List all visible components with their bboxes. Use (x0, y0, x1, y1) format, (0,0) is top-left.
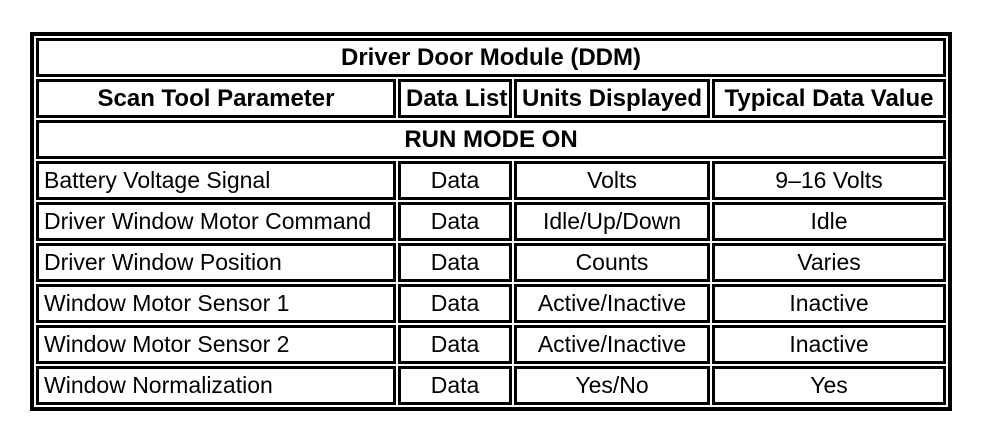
col-header-data-list: Data List (398, 79, 512, 118)
table-row: Battery Voltage Signal Data Volts 9–16 V… (36, 161, 946, 200)
cell-data-list: Data (398, 202, 512, 241)
cell-units: Idle/Up/Down (514, 202, 710, 241)
cell-units: Counts (514, 243, 710, 282)
section-header-run-mode-on: RUN MODE ON (36, 120, 946, 159)
cell-typical-value: Inactive (712, 325, 946, 364)
table-row: Window Motor Sensor 2 Data Active/Inacti… (36, 325, 946, 364)
table-row: Driver Window Position Data Counts Varie… (36, 243, 946, 282)
section-row: RUN MODE ON (36, 120, 946, 159)
col-header-units-displayed: Units Displayed (514, 79, 710, 118)
cell-parameter: Driver Window Position (36, 243, 396, 282)
cell-typical-value: Yes (712, 366, 946, 405)
cell-typical-value: Inactive (712, 284, 946, 323)
cell-typical-value: Idle (712, 202, 946, 241)
cell-data-list: Data (398, 366, 512, 405)
cell-typical-value: Varies (712, 243, 946, 282)
cell-units: Yes/No (514, 366, 710, 405)
col-header-scan-tool-parameter: Scan Tool Parameter (36, 79, 396, 118)
column-header-row: Scan Tool Parameter Data List Units Disp… (36, 79, 946, 118)
cell-parameter: Window Motor Sensor 2 (36, 325, 396, 364)
table-row: Window Normalization Data Yes/No Yes (36, 366, 946, 405)
table-row: Driver Window Motor Command Data Idle/Up… (36, 202, 946, 241)
table-row: Window Motor Sensor 1 Data Active/Inacti… (36, 284, 946, 323)
cell-parameter: Window Normalization (36, 366, 396, 405)
cell-data-list: Data (398, 325, 512, 364)
cell-data-list: Data (398, 161, 512, 200)
cell-parameter: Window Motor Sensor 1 (36, 284, 396, 323)
cell-units: Active/Inactive (514, 325, 710, 364)
cell-parameter: Driver Window Motor Command (36, 202, 396, 241)
table-title: Driver Door Module (DDM) (36, 38, 946, 77)
cell-data-list: Data (398, 284, 512, 323)
cell-units: Active/Inactive (514, 284, 710, 323)
cell-parameter: Battery Voltage Signal (36, 161, 396, 200)
title-row: Driver Door Module (DDM) (36, 38, 946, 77)
cell-typical-value: 9–16 Volts (712, 161, 946, 200)
ddm-scan-tool-table: Driver Door Module (DDM) Scan Tool Param… (30, 32, 952, 411)
cell-units: Volts (514, 161, 710, 200)
col-header-typical-data-value: Typical Data Value (712, 79, 946, 118)
cell-data-list: Data (398, 243, 512, 282)
